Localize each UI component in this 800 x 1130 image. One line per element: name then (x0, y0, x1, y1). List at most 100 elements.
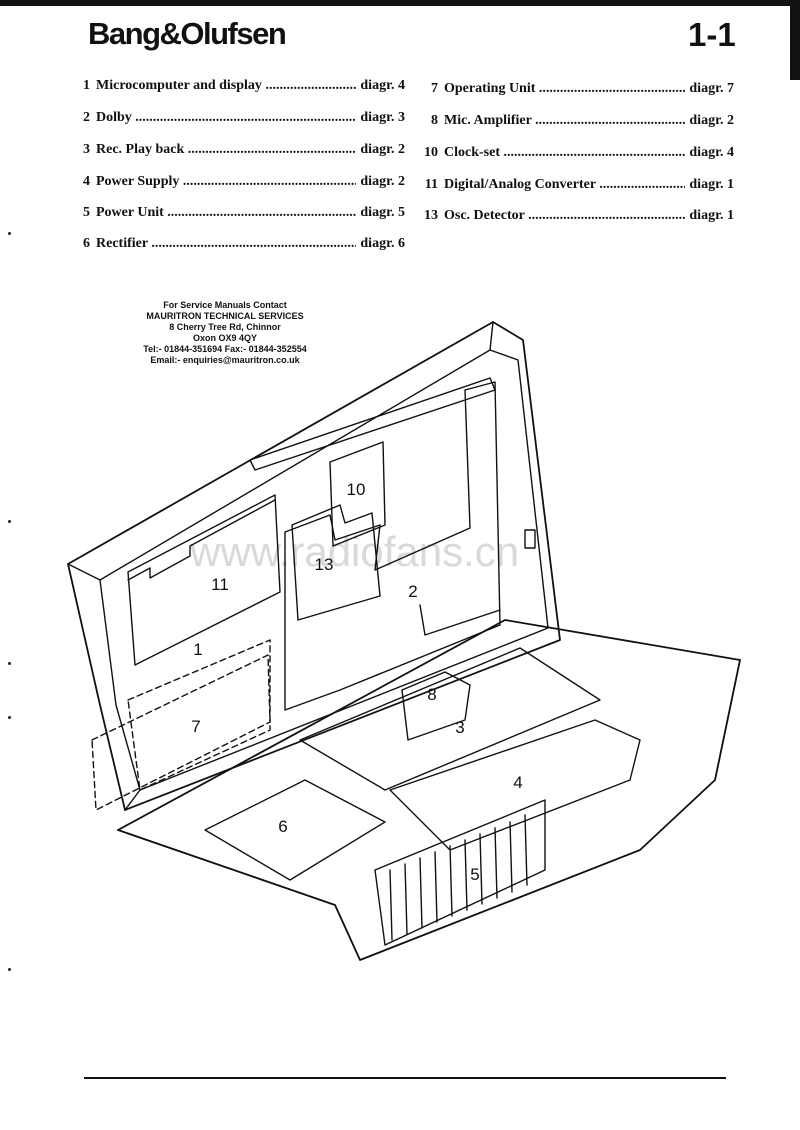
scan-mark (8, 520, 11, 523)
index-row: 5 Power Unit ...........................… (66, 205, 405, 223)
board-13-outline (291, 504, 381, 621)
bottom-rule (84, 1077, 726, 1079)
base-front-edge (334, 849, 641, 961)
contact-heading: For Service Manuals Contact (163, 300, 287, 310)
callout-6: 6 (278, 817, 287, 836)
watermark-text: www.radiofans.cn (189, 528, 519, 575)
board-4-outline (389, 719, 641, 851)
index-number: 5 (83, 205, 90, 220)
callout-7: 7 (191, 717, 200, 736)
dot-leader: Dolby ..................................… (96, 110, 405, 125)
scan-mark (8, 662, 11, 665)
dot-leader: Osc. Detector ..........................… (444, 208, 734, 223)
dot-leader: Clock-set ..............................… (444, 145, 734, 160)
index-number: 8 (431, 113, 438, 128)
board-11-edge-detail (127, 499, 276, 581)
diagram-reference: diagr. 1 (685, 177, 734, 193)
lid-upper-band (249, 377, 496, 471)
callout-4: 4 (513, 773, 522, 792)
top-edge-bar (0, 0, 800, 6)
base-right-edge (714, 659, 741, 781)
lid-connector (524, 529, 536, 549)
index-number: 4 (83, 174, 90, 189)
index-row: 10 Clock-set ...........................… (414, 145, 734, 163)
heatsink-fin (434, 851, 438, 923)
index-label: Mic. Amplifier (444, 113, 532, 128)
base-top-outline (117, 619, 741, 961)
base-left-edge (117, 829, 336, 906)
index-row: 1 Microcomputer and display ............… (66, 78, 405, 96)
index-label: Power Supply (96, 174, 180, 189)
diagram-reference: diagr. 3 (356, 110, 405, 126)
diagram-reference: diagr. 2 (356, 142, 405, 158)
lid-edge (124, 789, 141, 811)
contact-email: Email:- enquiries@mauritron.co.uk (150, 355, 300, 365)
unit-layout-diagram: www.radiofans.cn (67, 321, 741, 961)
heatsink-fin (419, 857, 423, 929)
index-number: 1 (83, 78, 90, 93)
dot-leader: Operating Unit .........................… (444, 81, 734, 96)
index-row: 7 Operating Unit .......................… (414, 81, 734, 99)
callout-1: 1 (193, 640, 202, 659)
callout-group: 11 1 7 10 13 2 8 3 4 6 5 (191, 480, 522, 884)
scan-mark (8, 968, 11, 971)
callout-10: 10 (347, 480, 366, 499)
index-label: Microcomputer and display (96, 78, 262, 93)
contact-company: MAURITRON TECHNICAL SERVICES (146, 311, 304, 321)
index-number: 10 (424, 145, 438, 160)
index-label: Digital/Analog Converter (444, 177, 596, 192)
index-number: 11 (424, 177, 438, 192)
service-contact-stamp: For Service Manuals Contact MAURITRON TE… (130, 300, 320, 366)
dot-leader: Rec. Play back .........................… (96, 142, 405, 157)
heatsink-fin (404, 863, 408, 935)
board-11-outline (127, 494, 281, 666)
index-row: 4 Power Supply .........................… (66, 174, 405, 192)
index-row: 11 Digital/Analog Converter ............… (414, 177, 734, 195)
board-7-outline (91, 654, 271, 811)
index-label: Rectifier (96, 236, 148, 251)
brand-logo: Bang&Olufsen (88, 16, 287, 51)
diagram-reference: diagr. 5 (356, 205, 405, 221)
board-5-heatsink (374, 799, 546, 946)
index-number: 3 (83, 142, 90, 157)
callout-5: 5 (470, 865, 479, 884)
diagram-reference: diagr. 1 (685, 208, 734, 224)
callout-2: 2 (408, 582, 417, 601)
heatsink-fin (494, 827, 498, 899)
scan-mark (8, 232, 11, 235)
diagram-reference: diagr. 2 (685, 113, 734, 129)
board-2-edge-detail (419, 604, 501, 636)
index-number: 7 (431, 81, 438, 96)
callout-11: 11 (211, 575, 229, 594)
index-number: 13 (424, 208, 438, 223)
dot-leader: Mic. Amplifier .........................… (444, 113, 734, 128)
index-row: 6 Rectifier ............................… (66, 236, 405, 254)
dot-leader: Power Unit .............................… (96, 205, 405, 220)
index-row: 8 Mic. Amplifier .......................… (414, 113, 734, 131)
index-label: Power Unit (96, 205, 164, 220)
scan-mark (8, 716, 11, 719)
contact-town: Oxon OX9 4QY (192, 333, 258, 343)
index-row: 2 Dolby ................................… (66, 110, 405, 128)
index-label: Dolby (96, 110, 132, 125)
board-2-outline (284, 381, 501, 711)
diagram-reference: diagr. 2 (356, 174, 405, 190)
index-label: Operating Unit (444, 81, 536, 96)
index-label: Rec. Play back (96, 142, 185, 157)
index-label: Osc. Detector (444, 208, 525, 223)
board-8-outline (401, 671, 471, 741)
heatsink-fin (389, 869, 393, 941)
index-label: Clock-set (444, 145, 500, 160)
diagram-reference: diagr. 4 (685, 145, 734, 161)
lid-edge (489, 321, 494, 351)
index-number: 2 (83, 110, 90, 125)
index-number: 6 (83, 236, 90, 251)
heatsink-body (374, 799, 546, 946)
dot-leader: Rectifier ..............................… (96, 236, 405, 251)
page-number: 1-1 (688, 16, 736, 53)
diagram-reference: diagr. 7 (685, 81, 734, 97)
contact-phone-fax: Tel:- 01844-351694 Fax:- 01844-352554 (143, 344, 307, 354)
index-row: 3 Rec. Play back .......................… (66, 142, 405, 160)
diagram-reference: diagr. 4 (356, 78, 405, 94)
callout-8: 8 (427, 685, 436, 704)
